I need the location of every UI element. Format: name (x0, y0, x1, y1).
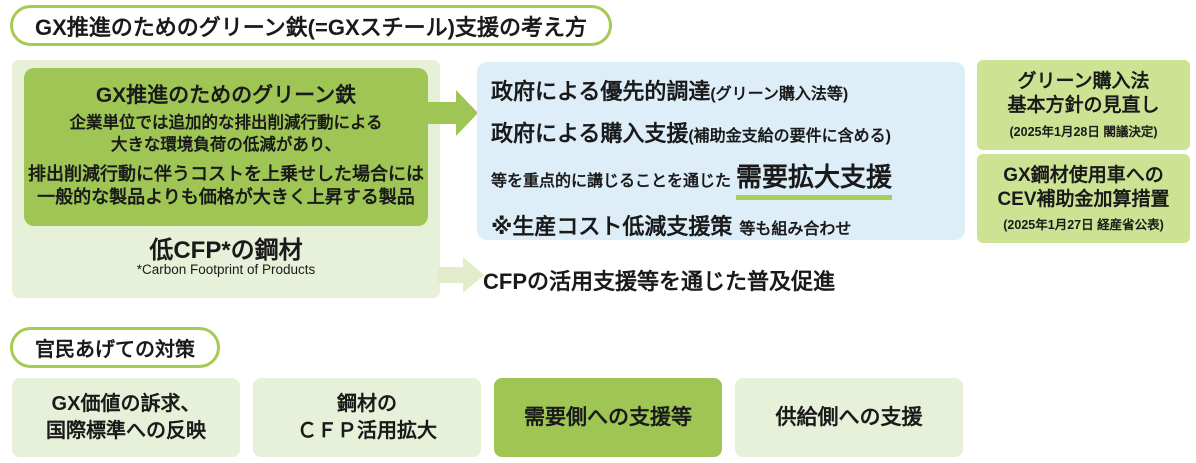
definition-emphasis-line2: 一般的な製品よりも価格が大きく上昇する製品 (37, 186, 415, 207)
policy-note-cev-subsidy: GX鋼材使用車への CEV補助金加算措置 (2025年1月27日 経産省公表) (977, 154, 1190, 243)
policy-note-line2: 基本方針の見直し (1007, 95, 1160, 116)
policy-note-line1: グリーン購入法 (1017, 71, 1150, 93)
definition-body-line2: 大きな環境負荷の低減があり、 (110, 135, 342, 154)
policy-note-line1: GX鋼材使用車への (1003, 164, 1164, 186)
definition-box: GX推進のためのグリーン鉄 企業単位では追加的な排出削減行動による 大きな環境負… (24, 68, 428, 226)
cost-reduction-main: ※生産コスト低減支援策 (491, 214, 733, 239)
procurement-sub: (グリーン購入法等) (710, 86, 849, 103)
definition-body-line1: 企業単位では追加的な排出削減行動による (69, 114, 383, 132)
measure-box-gx-value: GX価値の訴求、 国際標準への反映 (12, 378, 240, 457)
low-cfp-label: 低CFP*の鋼材 (149, 237, 303, 264)
page-title: GX推進のためのグリーン鉄(=GXスチール)支援の考え方 (35, 14, 587, 40)
right-arrow-light-icon (438, 257, 484, 293)
green-steel-panel: GX推進のためのグリーン鉄 企業単位では追加的な排出削減行動による 大きな環境負… (12, 60, 440, 298)
cost-reduction-sub: 等も組み合わせ (739, 221, 852, 238)
section-badge: 官民あげての対策 (10, 327, 220, 368)
measure-box-cfp-expansion: 鋼材の ＣＦＰ活用拡大 (253, 378, 481, 457)
measure-box-demand-side: 需要側への支援等 (494, 378, 722, 457)
purchase-main: 政府による購入支援 (491, 121, 689, 146)
definition-emphasis-line1: 排出削減行動に伴うコストを上乗せした場合には (28, 163, 424, 184)
measure-box-supply-side: 供給側への支援 (735, 378, 963, 457)
purchase-sub: (補助金支給の要件に含める) (688, 128, 892, 145)
demand-expansion-emphasis: 需要拡大支援 (736, 157, 893, 200)
cfp-footnote: *Carbon Footprint of Products (136, 262, 316, 277)
procurement-main: 政府による優先的調達 (491, 79, 711, 104)
measure-line1: 需要側への支援等 (524, 405, 692, 429)
demand-lead: 等を重点的に講じることを通じた (491, 173, 732, 190)
measure-line2: 国際標準への反映 (46, 419, 206, 442)
purchase-line: 政府による購入支援 (補助金支給の要件に含める) (491, 116, 965, 148)
measure-line1: GX価値の訴求、 (51, 393, 201, 416)
measure-line1: 供給側への支援 (775, 405, 923, 429)
definition-title: GX推進のためのグリーン鉄 (95, 84, 357, 107)
demand-support-box: 政府による優先的調達 (グリーン購入法等) 政府による購入支援 (補助金支給の要… (477, 62, 965, 240)
measure-line1: 鋼材の (337, 393, 397, 416)
policy-note-date: (2025年1月27日 経産省公表) (1003, 218, 1164, 233)
section-title: 官民あげての対策 (35, 339, 195, 361)
title-badge: GX推進のためのグリーン鉄(=GXスチール)支援の考え方 (10, 5, 612, 46)
policy-note-line2: CEV補助金加算措置 (997, 188, 1170, 210)
policy-note-green-purchase: グリーン購入法 基本方針の見直し (2025年1月28日 閣議決定) (977, 60, 1190, 150)
demand-expansion-line: 等を重点的に講じることを通じた 需要拡大支援 (491, 157, 965, 200)
definition-body: 企業単位では追加的な排出削減行動による 大きな環境負荷の低減があり、 (24, 113, 428, 157)
procurement-line: 政府による優先的調達 (グリーン購入法等) (491, 74, 965, 106)
cost-reduction-line: ※生産コスト低減支援策 等も組み合わせ (491, 209, 965, 241)
cfp-diffusion-text: CFPの活用支援等を通じた普及促進 (483, 269, 836, 294)
measure-line2: ＣＦＰ活用拡大 (297, 419, 437, 442)
definition-emphasis: 排出削減行動に伴うコストを上乗せした場合には 一般的な製品よりも価格が大きく上昇… (24, 163, 428, 210)
policy-note-date: (2025年1月28日 閣議決定) (1009, 124, 1158, 139)
right-arrow-icon (428, 90, 478, 136)
